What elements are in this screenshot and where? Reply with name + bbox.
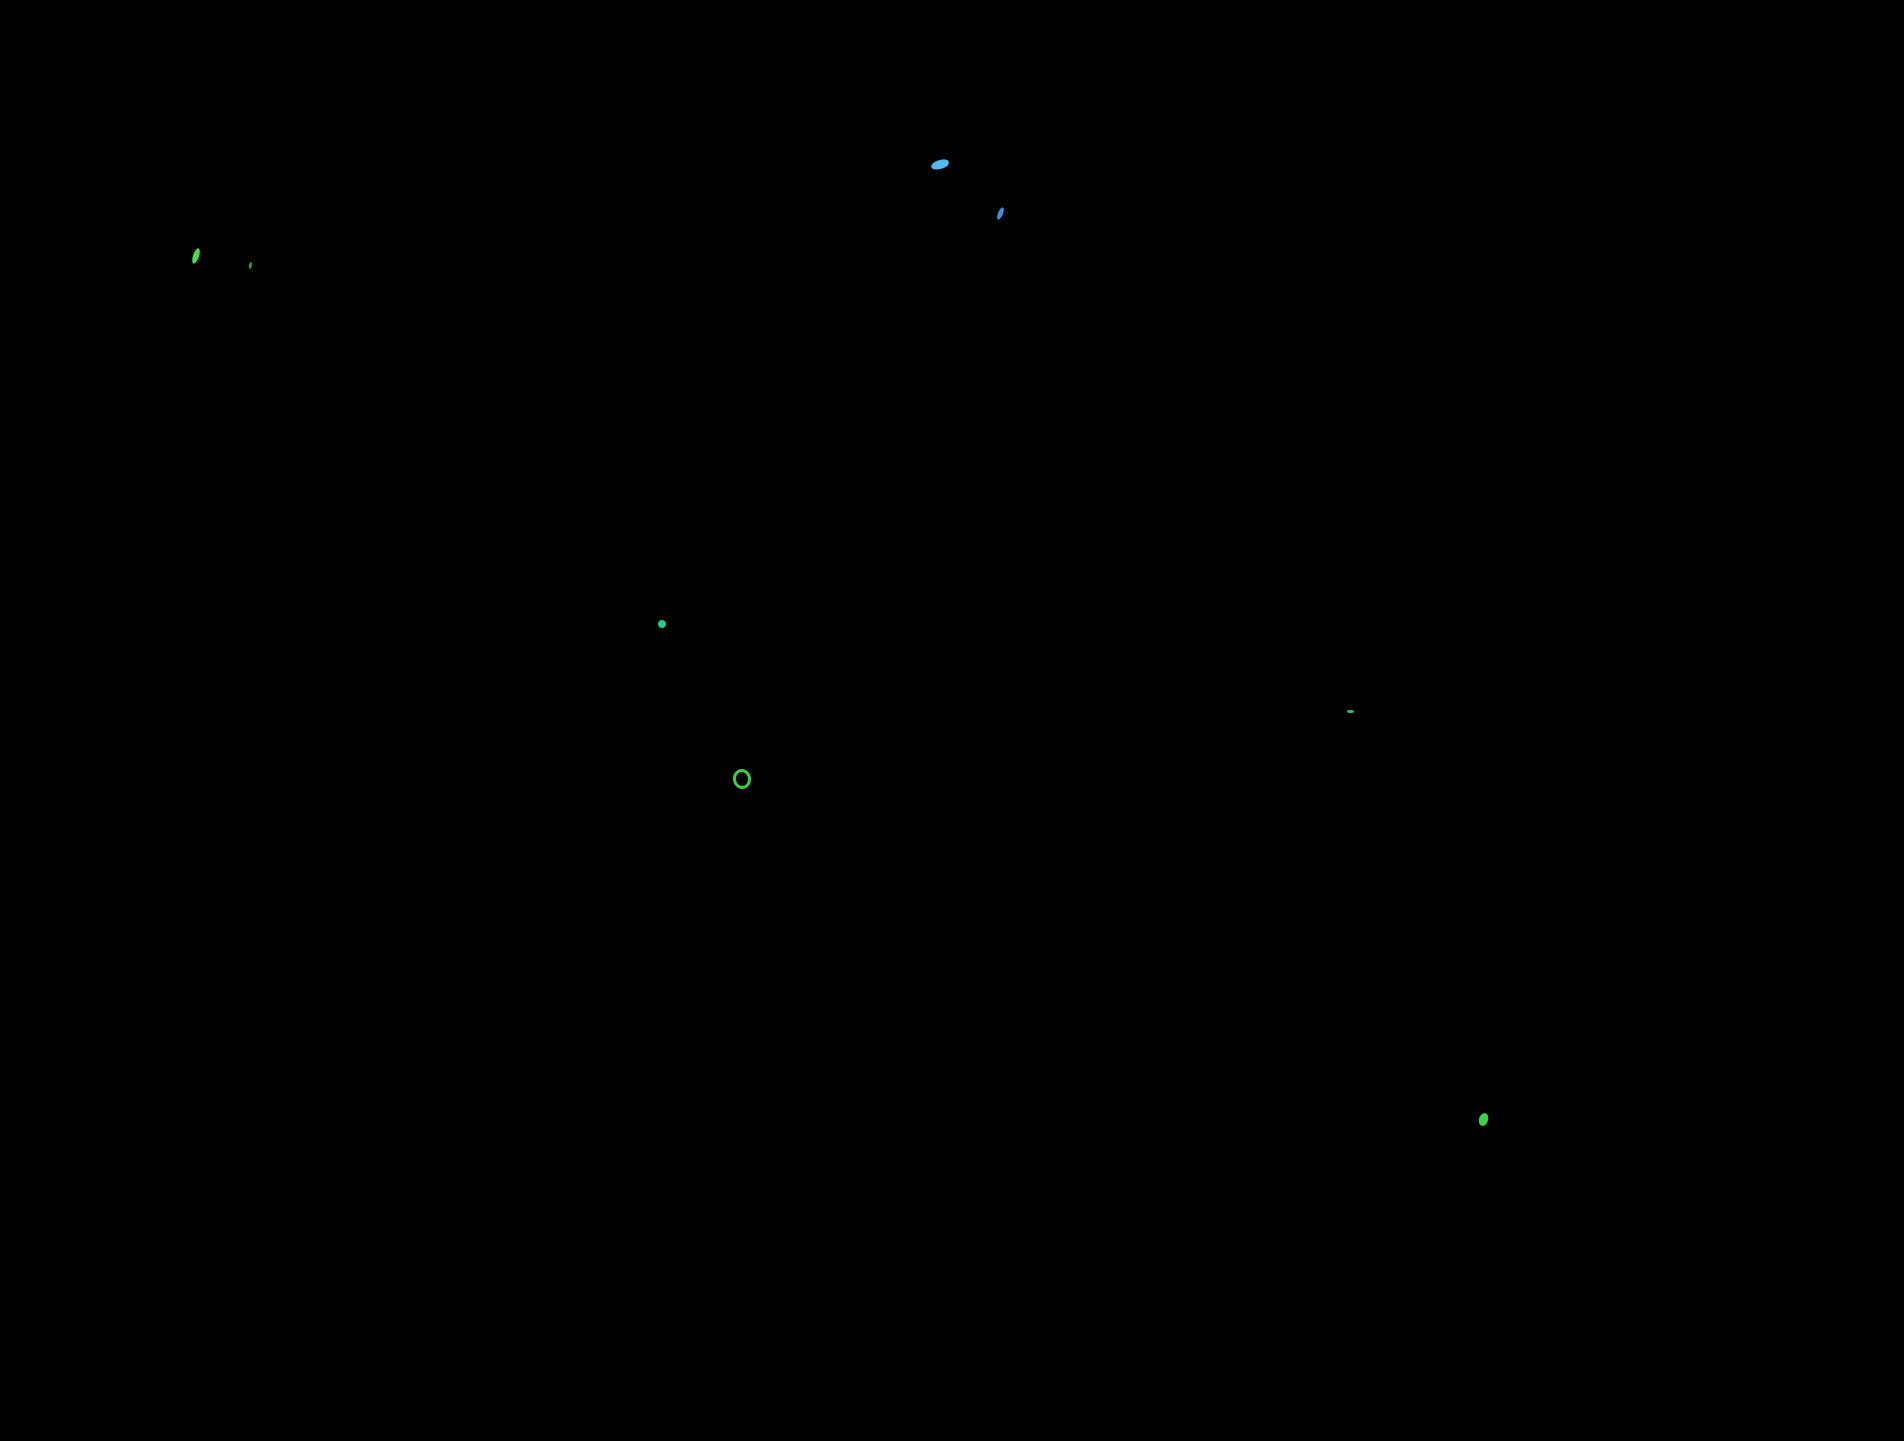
green-dot-small-speck xyxy=(248,261,253,270)
cyan-blob-speck xyxy=(930,158,950,171)
green-ring-speck xyxy=(731,767,753,791)
teal-dot-speck xyxy=(658,620,666,628)
green-slash-speck xyxy=(190,247,202,265)
green-dash-speck xyxy=(1347,710,1354,713)
blue-slash-speck xyxy=(995,206,1006,221)
green-blob-speck xyxy=(1477,1112,1490,1127)
